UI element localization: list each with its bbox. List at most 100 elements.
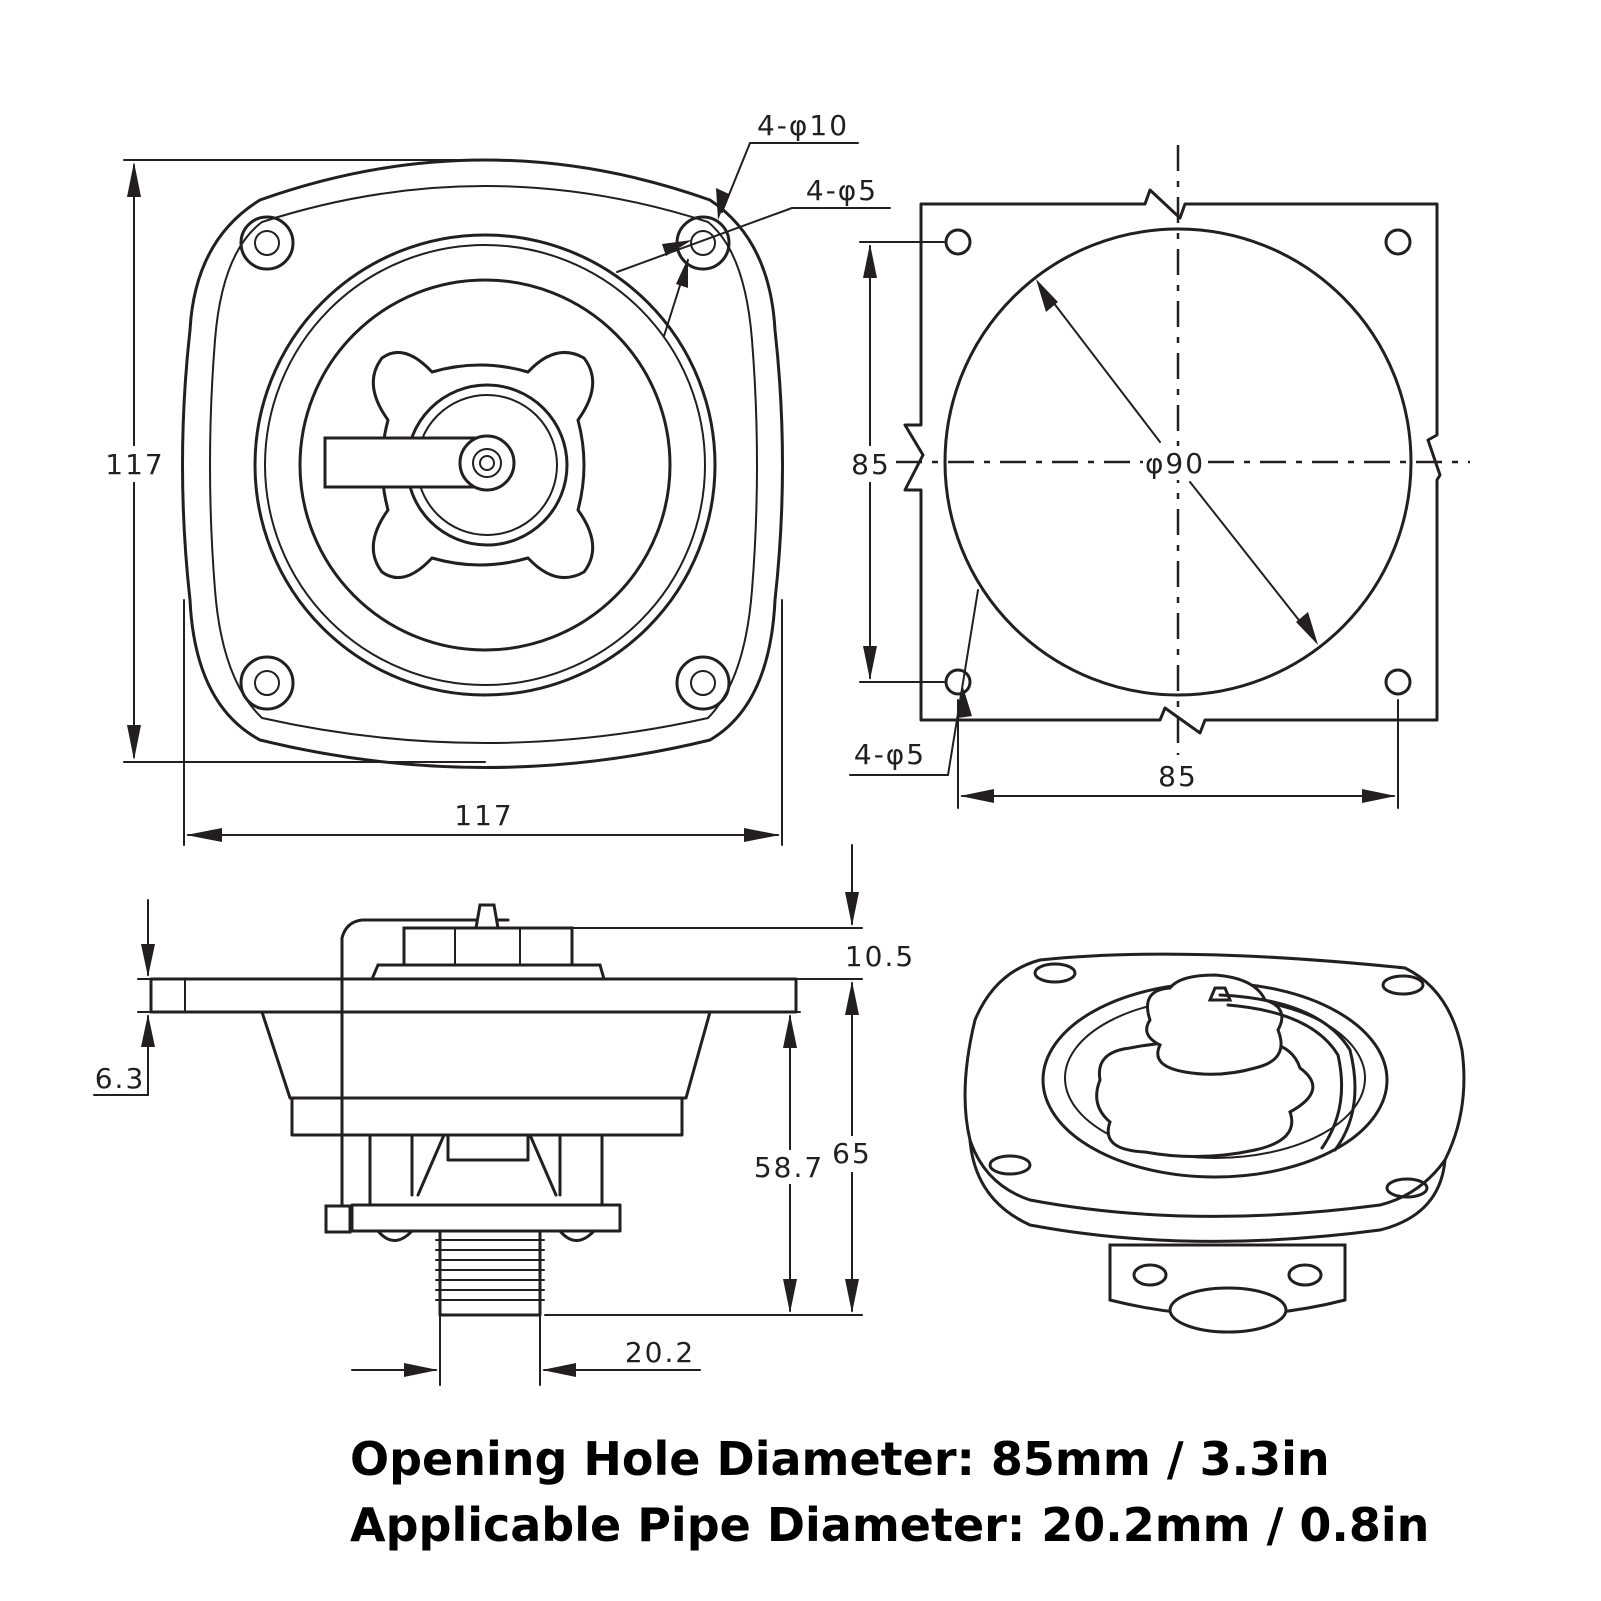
iso-hole-4 <box>1385 1177 1429 1199</box>
side-thread-lines <box>435 1239 545 1301</box>
side-body-taper <box>260 1010 712 1100</box>
iso-bottom-bolt-right <box>1287 1263 1323 1287</box>
hole-tl-inner <box>254 230 280 256</box>
hole-tl-outer <box>239 215 295 271</box>
iso-flange-top <box>963 952 1466 1218</box>
side-nut-tip <box>474 903 500 930</box>
side-dim-202-arrow-right <box>542 1363 576 1377</box>
side-dim-pipe-label: 20.2 <box>625 1336 695 1369</box>
side-dim-587-label-bg <box>750 1150 828 1184</box>
side-bolt <box>324 1204 352 1234</box>
side-dim-body-label: 58.7 <box>754 1151 824 1184</box>
template-hole-br <box>1384 668 1412 696</box>
iso-bottom-bolt-left <box>1132 1263 1168 1287</box>
side-body-ring <box>290 1096 684 1137</box>
side-view: 10.5 6.3 58.7 65 20.2 <box>93 844 915 1386</box>
side-strap <box>340 918 510 1208</box>
side-dim-total-label: 65 <box>832 1137 872 1170</box>
front-flange-inner-edge <box>209 185 758 744</box>
diameter-leader-upper <box>1039 284 1161 443</box>
side-dim-63-arrow-upper <box>141 944 155 977</box>
front-dim-h-arrow-right <box>744 828 780 842</box>
front-ring-mid <box>264 244 706 686</box>
callout-phi10-arrow <box>716 188 729 220</box>
template-dim-h-arrow-right <box>1362 789 1396 803</box>
template-dim-width-label: 85 <box>1158 760 1198 793</box>
template-callout-leader <box>947 589 979 776</box>
front-dim-width-label: 117 <box>454 799 513 832</box>
iso-cap-strap <box>1218 993 1357 1152</box>
isometric-view <box>963 952 1466 1334</box>
callout-phi5-arrow <box>662 240 692 256</box>
callout-phi10-leader <box>721 142 751 213</box>
side-screw-left <box>376 1229 414 1242</box>
iso-bottom-nozzle <box>1168 1286 1288 1334</box>
template-hole-tr <box>1384 228 1412 256</box>
iso-flange-edge <box>968 1138 1447 1243</box>
strap-rivet-inner <box>479 455 495 471</box>
cutout-template: φ90 85 85 4-φ5 <box>846 145 1470 809</box>
hole-br-inner <box>690 670 716 696</box>
front-view: 117 117 4-φ10 4-φ5 <box>102 109 891 846</box>
front-dim-h-arrow-left <box>186 828 222 842</box>
side-bottom-plate <box>350 1203 622 1233</box>
side-dim-top-label: 10.5 <box>845 940 915 973</box>
mounting-holes <box>239 215 731 711</box>
cutout-circle <box>943 227 1413 697</box>
side-dim-flange-label: 6.3 <box>95 1062 146 1095</box>
cap-lobes <box>371 350 595 580</box>
side-dim-105-arrow <box>845 892 859 926</box>
front-ring-outer <box>253 233 717 697</box>
caption-opening-hole: Opening Hole Diameter: 85mm / 3.3in <box>350 1432 1330 1486</box>
front-dim-v-label-bg <box>102 446 166 482</box>
hole-br-outer <box>675 655 731 711</box>
side-dim-65-arrow-top <box>845 981 859 1015</box>
iso-hole-3 <box>988 1154 1032 1176</box>
hole-bl-inner <box>254 670 280 696</box>
side-cap-base <box>369 963 606 981</box>
template-dim-v-label-bg <box>846 446 894 482</box>
front-flange-outline <box>181 158 784 769</box>
callout-phi5-leader <box>616 207 793 273</box>
side-screw-right <box>558 1229 596 1242</box>
side-thread <box>435 1229 545 1317</box>
template-dim-h-arrow-left <box>960 789 994 803</box>
template-callout-arrow <box>958 684 972 718</box>
front-dim-v-arrow-bottom <box>127 725 141 760</box>
template-outline <box>903 188 1442 735</box>
front-dim-v-arrow-top <box>127 162 141 197</box>
template-dim-v-arrow-top <box>863 244 877 278</box>
front-ring-inner <box>298 278 672 652</box>
callout-phi10-label: 4-φ10 <box>757 109 849 142</box>
side-nut <box>402 926 574 967</box>
side-dim-202-arrow-left <box>404 1363 438 1377</box>
side-dim-63-arrow-lower <box>141 1014 155 1047</box>
caption-pipe-diameter: Applicable Pipe Diameter: 20.2mm / 0.8in <box>350 1498 1430 1552</box>
diameter-arrow-upper <box>1036 279 1058 312</box>
cutout-diameter-label: φ90 <box>1145 447 1205 480</box>
hole-bl-outer <box>239 655 295 711</box>
side-lower-cone <box>416 1133 558 1197</box>
side-dim-65-label-bg <box>830 1136 874 1172</box>
iso-cap-upper-lobes <box>1145 973 1284 1076</box>
side-lower-frame <box>368 1133 604 1207</box>
diameter-arrow-lower <box>1296 612 1318 645</box>
side-dim-587-arrow-top <box>783 1014 797 1048</box>
callout-phi5-arrow-2 <box>676 258 688 288</box>
hole-tr-inner <box>690 230 716 256</box>
template-dim-v-arrow-bottom <box>863 646 877 680</box>
side-dim-587-arrow-bottom <box>783 1279 797 1313</box>
iso-hole-2 <box>1381 974 1425 996</box>
side-flange <box>149 977 798 1014</box>
front-dim-height-label: 117 <box>105 448 164 481</box>
template-hole-tl <box>944 228 972 256</box>
diameter-leader-lower <box>1189 481 1314 639</box>
side-thread-outline <box>438 1229 542 1317</box>
template-dim-height-label: 85 <box>851 448 891 481</box>
side-dim-65-arrow-bottom <box>845 1279 859 1313</box>
callout-phi5-label: 4-φ5 <box>806 174 878 207</box>
template-hole-bl <box>944 668 972 696</box>
diameter-label-bg <box>1143 446 1207 480</box>
strap-rivet-mid <box>472 448 502 478</box>
